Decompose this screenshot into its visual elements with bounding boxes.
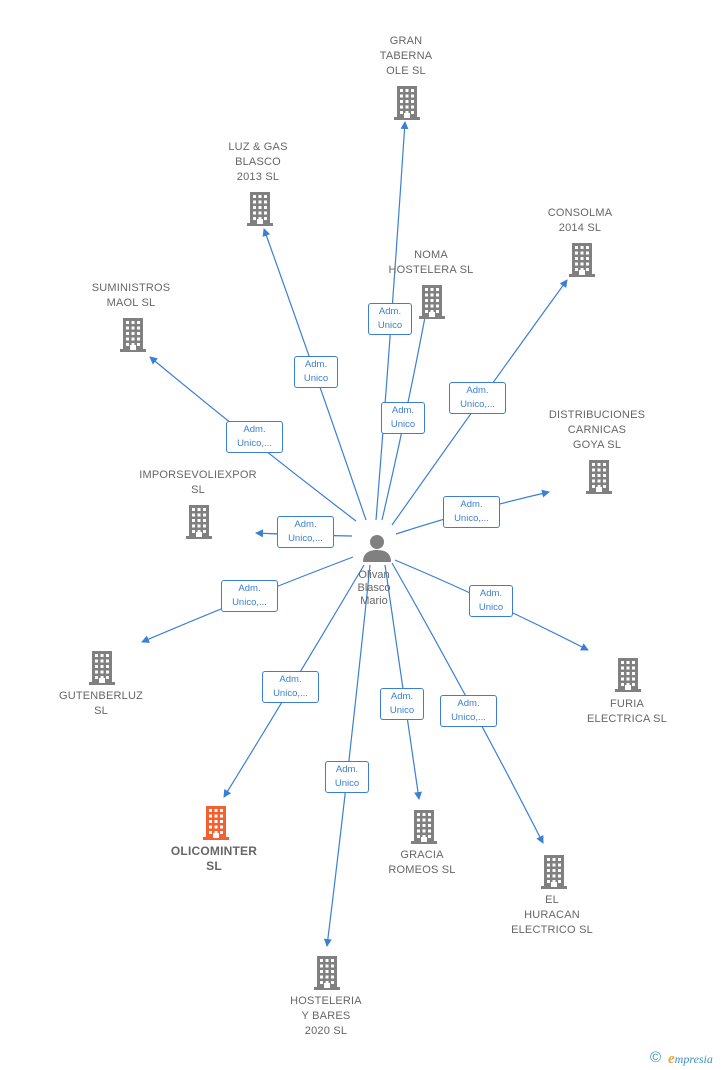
- company-label-imporsevoliexpor[interactable]: IMPORSEVOLIEXPOR SL: [139, 469, 257, 496]
- company-label-hosteleria[interactable]: HOSTELERIA Y BARES 2020 SL: [290, 995, 362, 1037]
- role-badge-luz-gas[interactable]: Adm. Unico: [294, 356, 338, 388]
- copyright-symbol: ©: [650, 1049, 662, 1066]
- role-line: Unico,...: [460, 399, 495, 410]
- company-label-olicominter[interactable]: OLICOMINTER SL: [170, 844, 258, 873]
- role-line: Adm.: [304, 359, 328, 370]
- company-label-gran-taberna[interactable]: GRAN TABERNA OLE SL: [379, 35, 433, 77]
- building-icon-hosteleria[interactable]: [311, 954, 343, 990]
- person-node-icon[interactable]: [361, 532, 393, 564]
- edge-hosteleria: [323, 564, 371, 947]
- building-icon-noma[interactable]: [416, 283, 448, 319]
- company-label-furia[interactable]: FURIA ELECTRICA SL: [586, 698, 668, 725]
- building-icon-gran-taberna[interactable]: [391, 84, 423, 120]
- empresia-logo: empresia: [668, 1051, 713, 1067]
- role-badge-gran-taberna[interactable]: Adm. Unico: [368, 303, 412, 335]
- company-label-distribuciones[interactable]: DISTRIBUCIONES CARNICAS GOYA SL: [548, 409, 646, 451]
- role-badge-noma[interactable]: Adm. Unico: [381, 402, 425, 434]
- role-line: Unico: [389, 705, 415, 716]
- building-icon-furia[interactable]: [612, 656, 644, 692]
- person-name[interactable]: Olivan Blasco Mario: [357, 569, 391, 607]
- role-badge-gutenberluz[interactable]: Adm. Unico,...: [221, 580, 278, 612]
- role-line: Unico,...: [454, 513, 489, 524]
- role-line: Unico: [303, 373, 329, 384]
- company-label-suministros[interactable]: SUMINISTROS MAOL SL: [91, 282, 171, 309]
- company-label-luz-gas[interactable]: LUZ & GAS BLASCO 2013 SL: [228, 141, 288, 183]
- role-badge-distribuciones[interactable]: Adm. Unico,...: [443, 496, 500, 528]
- building-icon-huracan[interactable]: [538, 853, 570, 889]
- role-line: Adm.: [294, 519, 317, 530]
- role-line: Unico: [377, 320, 403, 331]
- role-badge-furia[interactable]: Adm. Unico: [469, 585, 513, 617]
- role-badge-suministros[interactable]: Adm. Unico,...: [226, 421, 283, 453]
- role-line: Adm.: [335, 764, 359, 775]
- role-line: Unico: [334, 778, 360, 789]
- role-line: Unico,...: [273, 688, 308, 699]
- role-badge-gracia[interactable]: Adm. Unico: [380, 688, 424, 720]
- role-line: Adm.: [391, 405, 415, 416]
- company-label-gracia[interactable]: GRACIA ROMEOS SL: [388, 849, 456, 876]
- building-icon-gracia[interactable]: [408, 808, 440, 844]
- role-line: Unico: [390, 419, 416, 430]
- role-line: Adm.: [378, 306, 402, 317]
- building-icon-gutenberluz[interactable]: [86, 649, 118, 685]
- role-badge-consolma[interactable]: Adm. Unico,...: [449, 382, 506, 414]
- role-line: Unico,...: [237, 438, 272, 449]
- role-line: Adm.: [243, 424, 266, 435]
- role-badge-huracan[interactable]: Adm. Unico,...: [440, 695, 497, 727]
- role-line: Adm.: [238, 583, 261, 594]
- building-icon-imporsevoliexpor[interactable]: [183, 503, 215, 539]
- role-badge-imporsevoliexpor[interactable]: Adm. Unico,...: [277, 516, 334, 548]
- building-icon-olicominter[interactable]: [200, 804, 232, 840]
- role-line: Unico,...: [232, 597, 267, 608]
- company-label-consolma[interactable]: CONSOLMA 2014 SL: [547, 207, 613, 234]
- building-icon-consolma[interactable]: [566, 241, 598, 277]
- building-icon-suministros[interactable]: [117, 316, 149, 352]
- role-badge-olicominter[interactable]: Adm. Unico,...: [262, 671, 319, 703]
- building-icon-luz-gas[interactable]: [244, 190, 276, 226]
- role-line: Unico,...: [288, 533, 323, 544]
- role-line: Unico: [478, 602, 504, 613]
- company-label-gutenberluz[interactable]: GUTENBERLUZ SL: [58, 690, 144, 717]
- role-line: Adm.: [390, 691, 414, 702]
- role-badge-hosteleria[interactable]: Adm. Unico: [325, 761, 369, 793]
- role-line: Unico,...: [451, 712, 486, 723]
- footer-brand: © empresia: [642, 1048, 728, 1068]
- role-line: Adm.: [460, 499, 483, 510]
- role-line: Adm.: [466, 385, 489, 396]
- role-line: Adm.: [457, 698, 480, 709]
- building-icon-distribuciones[interactable]: [583, 458, 615, 494]
- role-line: Adm.: [479, 588, 503, 599]
- company-label-huracan[interactable]: EL HURACAN ELECTRICO SL: [511, 894, 593, 936]
- role-line: Adm.: [279, 674, 302, 685]
- company-label-noma[interactable]: NOMA HOSTELERA SL: [388, 249, 474, 276]
